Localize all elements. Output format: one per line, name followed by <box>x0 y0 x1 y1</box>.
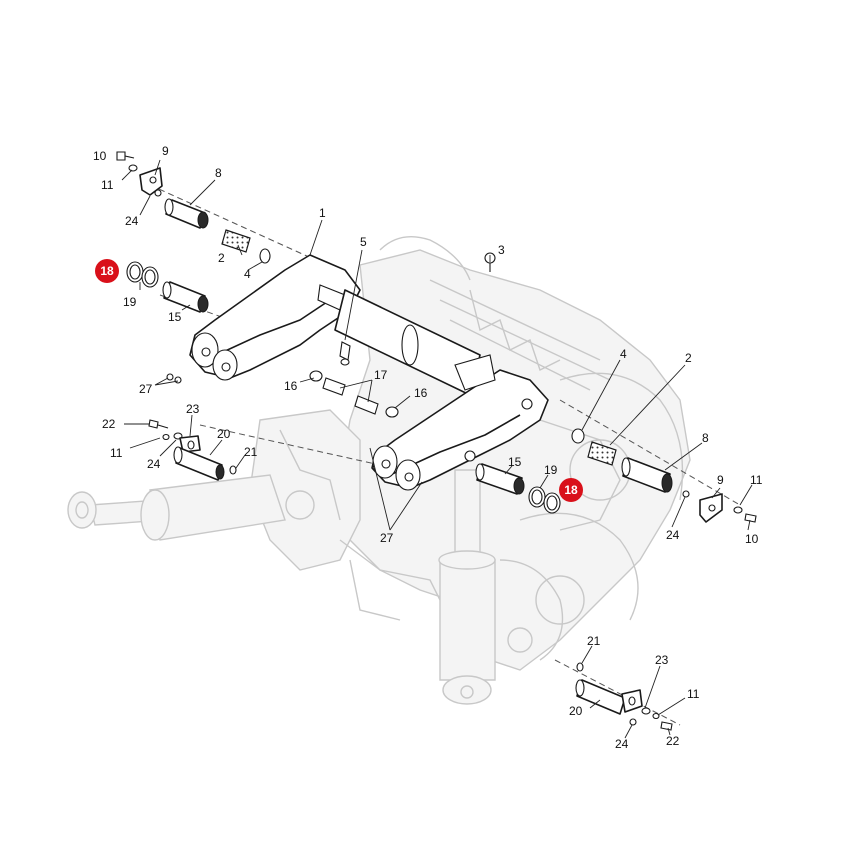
label-4-right: 4 <box>620 347 627 361</box>
label-9-right: 9 <box>717 473 724 487</box>
svg-text:18: 18 <box>564 483 578 497</box>
label-4-top: 4 <box>244 267 251 281</box>
label-2-right: 2 <box>685 351 692 365</box>
label-24-top: 24 <box>125 214 139 228</box>
label-15-right: 15 <box>508 455 522 469</box>
label-27-right: 27 <box>380 531 394 545</box>
label-2-top: 2 <box>218 251 225 265</box>
label-11-right: 11 <box>750 473 763 487</box>
label-23-left: 23 <box>186 402 200 416</box>
hardware-left-seals <box>126 261 209 313</box>
label-10-top: 10 <box>93 149 107 163</box>
leader-lines <box>121 159 753 739</box>
hardware-bottom-right <box>575 662 673 731</box>
assembly-axes <box>149 184 741 726</box>
label-11-left: 11 <box>110 446 123 460</box>
label-17: 17 <box>374 368 388 382</box>
label-24-bottom: 24 <box>615 737 629 751</box>
label-20-bottom: 20 <box>569 704 583 718</box>
label-8-right: 8 <box>702 431 709 445</box>
label-22-bottom: 22 <box>666 734 680 748</box>
swing-arm <box>189 254 549 491</box>
label-19-right: 19 <box>544 463 558 477</box>
label-15-left: 15 <box>168 310 182 324</box>
label-27-left: 27 <box>139 382 153 396</box>
label-8-top: 8 <box>215 166 222 180</box>
hardware-left-lower <box>148 419 237 481</box>
label-23-bottom: 23 <box>655 653 669 667</box>
left-hydraulic-cylinder <box>67 474 286 541</box>
label-3: 3 <box>498 243 505 257</box>
hardware-right <box>571 428 757 523</box>
label-19-left: 19 <box>123 295 137 309</box>
label-21-left: 21 <box>244 445 258 459</box>
label-16-right: 16 <box>414 386 428 400</box>
label-9-top: 9 <box>162 144 169 158</box>
hardware-top-left <box>116 151 271 264</box>
callout-18-left: 18 <box>95 259 119 283</box>
label-21-bottom: 21 <box>587 634 601 648</box>
callout-18-right: 18 <box>559 478 583 502</box>
label-20-left: 20 <box>217 427 231 441</box>
center-hydraulic-cylinder <box>438 469 496 705</box>
svg-text:18: 18 <box>100 264 114 278</box>
label-16-left: 16 <box>284 379 298 393</box>
label-24-right: 24 <box>666 528 680 542</box>
label-22-left: 22 <box>102 417 116 431</box>
label-11-top: 11 <box>101 178 114 192</box>
label-1: 1 <box>319 206 326 220</box>
label-11-bottom: 11 <box>687 687 700 701</box>
label-5: 5 <box>360 235 367 249</box>
hardware-center <box>166 252 496 418</box>
hardware-right-seals <box>475 463 561 514</box>
label-24-left: 24 <box>147 457 161 471</box>
callout-labels: 10 9 11 8 24 1 5 3 2 4 18 19 15 27 16 17… <box>93 144 763 751</box>
label-10-right: 10 <box>745 532 759 546</box>
